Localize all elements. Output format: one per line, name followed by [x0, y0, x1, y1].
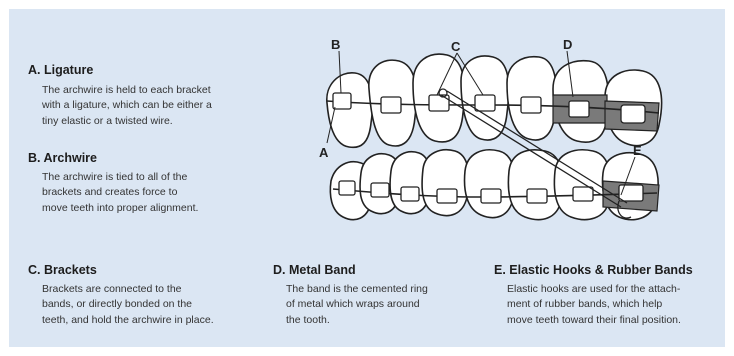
lower-bracket [371, 183, 389, 197]
upper-bracket [381, 97, 401, 113]
lower-tooth [465, 150, 515, 218]
upper-bracket [475, 95, 495, 111]
elastic-hooks-heading: E. Elastic Hooks & Rubber Bands [494, 263, 693, 277]
lower-bracket [437, 189, 457, 203]
callout-b: B [331, 37, 340, 52]
callout-a: A [319, 145, 329, 160]
archwire-heading: B. Archwire [28, 151, 97, 165]
lower-bracket [401, 187, 419, 201]
callout-c: C [451, 39, 461, 54]
ligature-heading: A. Ligature [28, 63, 93, 77]
callout-d: D [563, 37, 572, 52]
callout-e: E [633, 143, 642, 158]
lower-bracket [619, 185, 643, 201]
upper-bracket [621, 105, 645, 123]
ligature-description: The archwire is held to each bracket wit… [42, 83, 212, 129]
braces-illustration: B C D A E [309, 31, 671, 263]
upper-bracket [333, 93, 351, 109]
lower-bracket [527, 189, 547, 203]
upper-bracket [521, 97, 541, 113]
lower-tooth [422, 150, 469, 216]
lower-bracket [481, 189, 501, 203]
brackets-heading: C. Brackets [28, 263, 97, 277]
upper-tooth [327, 73, 373, 148]
lower-bracket [573, 187, 593, 201]
archwire-description: The archwire is tied to all of the brack… [42, 170, 198, 216]
upper-bracket [569, 101, 589, 117]
lower-bracket [339, 181, 355, 195]
metal-band-heading: D. Metal Band [273, 263, 356, 277]
info-panel: A. Ligature The archwire is held to each… [9, 9, 725, 347]
brackets-description: Brackets are connected to the bands, or … [42, 282, 214, 328]
metal-band-description: The band is the cemented ring of metal w… [286, 282, 428, 328]
elastic-hooks-description: Elastic hooks are used for the attach- m… [507, 282, 681, 328]
